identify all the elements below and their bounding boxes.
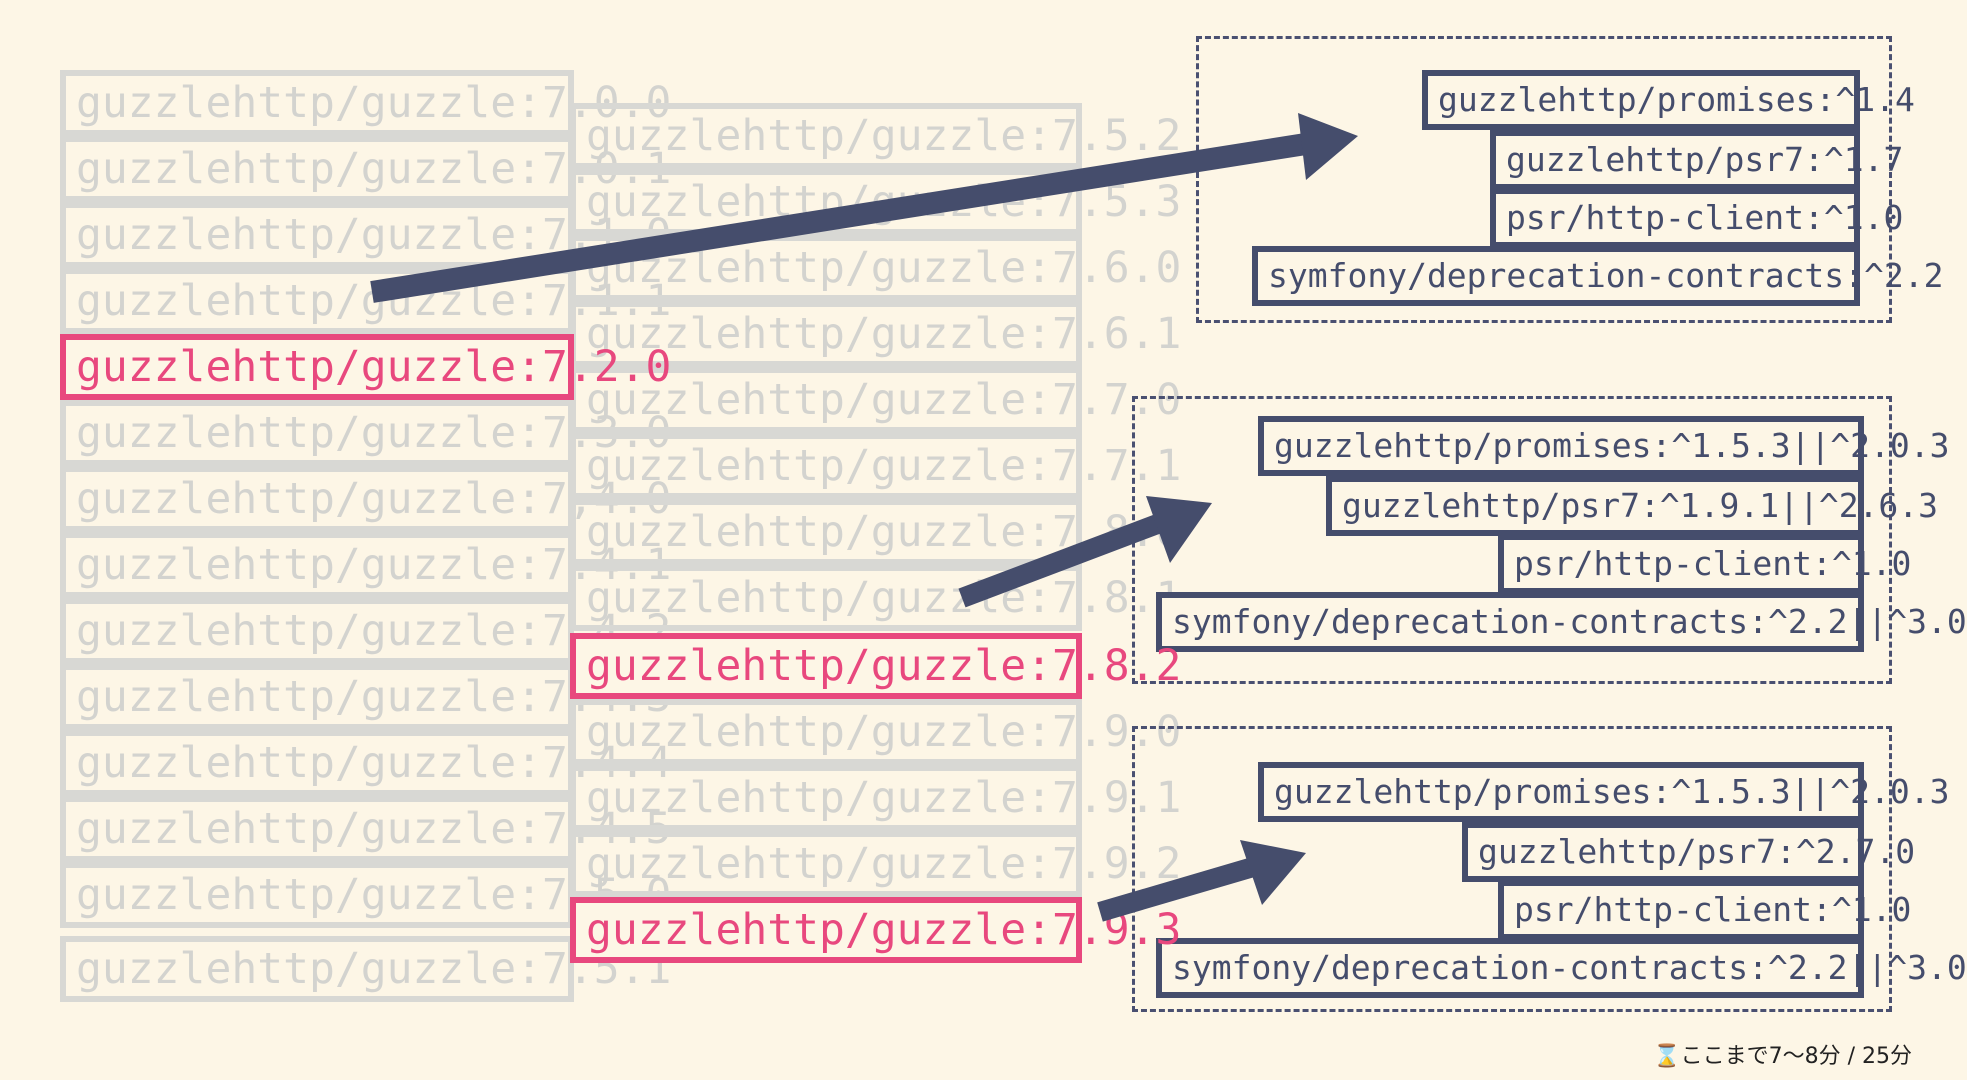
dependency-panel-1	[1196, 36, 1892, 323]
dependency-item: guzzlehttp/psr7:^1.7	[1490, 130, 1903, 190]
version-item: guzzlehttp/guzzle:7.8.0	[570, 499, 1181, 565]
dependency-item: symfony/deprecation-contracts:^2.2	[1252, 246, 1944, 306]
dependency-item: guzzlehttp/psr7:^1.9.1||^2.6.3	[1326, 476, 1938, 536]
version-item: guzzlehttp/guzzle:7.7.0	[570, 367, 1181, 433]
dependency-panel-3	[1132, 726, 1892, 1012]
dependency-item: psr/http-client:^1.0	[1490, 188, 1903, 248]
dependency-item: psr/http-client:^1.0	[1498, 534, 1911, 594]
dependency-item: guzzlehttp/psr7:^2.7.0	[1462, 822, 1915, 882]
version-item: guzzlehttp/guzzle:7.5.2	[570, 103, 1181, 169]
version-item: guzzlehttp/guzzle:7.8.1	[570, 565, 1181, 631]
dependency-item: guzzlehttp/promises:^1.5.3||^2.0.3	[1258, 416, 1950, 476]
arrow-line-2	[958, 510, 1172, 608]
arrow-line-1	[370, 132, 1314, 303]
arrow-head-3	[1240, 840, 1306, 905]
dependency-item: guzzlehttp/promises:^1.4	[1422, 70, 1915, 130]
dependency-item: symfony/deprecation-contracts:^2.2||^3.0	[1156, 592, 1967, 652]
version-item: guzzlehttp/guzzle:7.7.1	[570, 433, 1181, 499]
version-item-highlighted: guzzlehttp/guzzle:7.8.2	[570, 633, 1181, 699]
arrow-head-1	[1298, 113, 1358, 180]
dependency-item: psr/http-client:^1.0	[1498, 880, 1911, 940]
version-item: guzzlehttp/guzzle:7.9.0	[570, 699, 1181, 765]
version-item: guzzlehttp/guzzle:7.9.1	[570, 765, 1181, 831]
dependency-item: guzzlehttp/promises:^1.5.3||^2.0.3	[1258, 762, 1950, 822]
version-item-highlighted: guzzlehttp/guzzle:7.9.3	[570, 897, 1181, 963]
version-item: guzzlehttp/guzzle:7.9.2	[570, 831, 1181, 897]
arrows	[370, 113, 1358, 922]
version-item: guzzlehttp/guzzle:7.6.1	[570, 301, 1181, 367]
dependency-item: symfony/deprecation-contracts:^2.2||^3.0	[1156, 938, 1967, 998]
progress-footer: ⌛ここまで7〜8分 / 25分	[1653, 1044, 1912, 1069]
arrow-head-2	[1146, 496, 1212, 563]
arrow-line-3	[1097, 855, 1263, 922]
version-item-highlighted: guzzlehttp/guzzle:7.2.0	[60, 334, 671, 400]
